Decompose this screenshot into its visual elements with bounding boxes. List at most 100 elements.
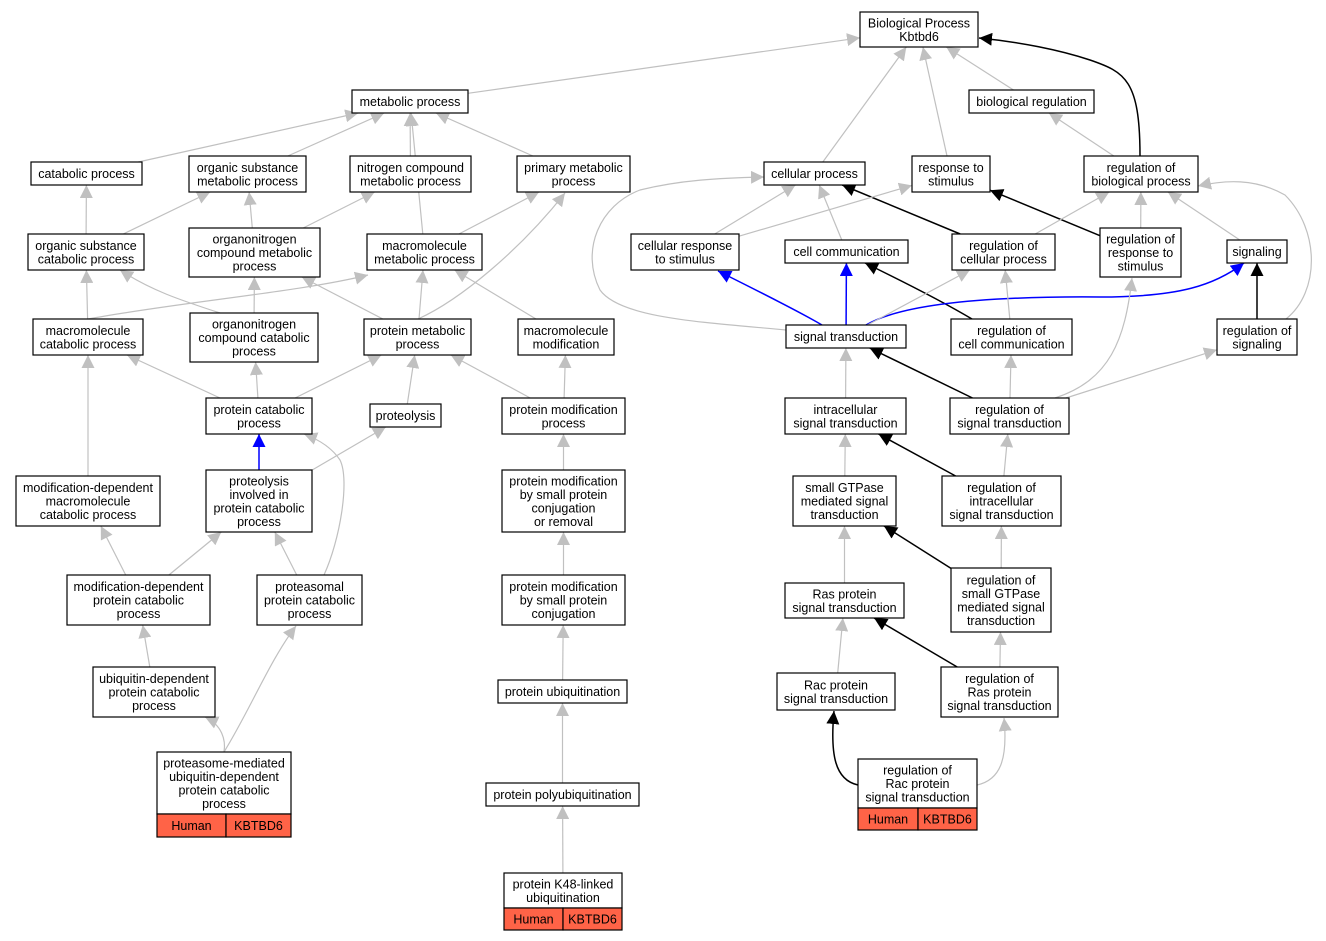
term-label-line: ubiquitin-dependent (169, 770, 279, 784)
species-tag-label: Human (513, 913, 553, 927)
edge-is-a (919, 46, 948, 157)
term-label-line: signal transduction (792, 601, 896, 615)
edge-is-a (993, 631, 1007, 668)
term-label-line: metabolic process (360, 95, 461, 109)
term-box (630, 233, 740, 271)
go-term-bioreg[interactable]: biological regulation (968, 89, 1095, 114)
go-term-cell-comm[interactable]: cell communication (784, 239, 909, 264)
edge-is-a (818, 184, 843, 241)
term-label-line: ubiquitin-dependent (99, 672, 209, 686)
term-label-line: protein catabolic (213, 501, 304, 515)
term-label-line: proteolysis (376, 409, 436, 423)
go-term-proteasome-med[interactable]: proteasome-mediatedubiquitin-dependentpr… (156, 751, 292, 838)
term-label-line: protein catabolic (178, 783, 269, 797)
edge-part-of (865, 262, 1245, 326)
go-term-moddep-macro[interactable]: modification-dependentmacromoleculecatab… (15, 475, 161, 527)
term-label-line: process (396, 337, 440, 351)
term-label-line: regulation of (969, 239, 1038, 253)
term-label-line: cell communication (793, 245, 899, 259)
go-term-metabolic[interactable]: metabolic process (351, 89, 469, 114)
edge-is-a (100, 525, 127, 576)
term-label-line: proteasome-mediated (163, 756, 285, 770)
term-label-line: catabolic process (38, 252, 135, 266)
edge-is-a (138, 109, 359, 163)
term-label-line: protein catabolic (108, 686, 199, 700)
term-label-line: small GTPase (962, 587, 1041, 601)
gene-tag-label: KBTBD6 (923, 813, 972, 827)
term-label-line: signaling (1232, 245, 1281, 259)
gene-tag-box (917, 807, 978, 831)
term-label-line: compound catabolic (198, 331, 309, 345)
edge-is-a (835, 617, 849, 674)
term-label-line: Rac protein (886, 777, 950, 791)
gene-tag-label: KBTBD6 (234, 819, 283, 833)
go-term-catabolic[interactable]: catabolic process (30, 161, 143, 186)
go-term-signaling[interactable]: signaling (1226, 239, 1288, 264)
edge-layer (79, 32, 1312, 874)
go-term-polyubiq[interactable]: protein polyubiquitination (485, 782, 640, 807)
go-term-cellular[interactable]: cellular process (763, 161, 866, 186)
term-label-line: organonitrogen (212, 318, 296, 332)
term-label-line: Ras protein (813, 587, 877, 601)
term-box (501, 469, 626, 533)
term-label-line: protein catabolic (213, 403, 304, 417)
go-term-sig-trans[interactable]: signal transduction (785, 324, 907, 349)
go-term-ubiq[interactable]: protein ubiquitination (497, 679, 628, 704)
term-label-line: protein modification (509, 580, 617, 594)
term-box (497, 679, 628, 704)
term-box (188, 227, 321, 278)
term-label-line: signal transduction (949, 508, 1053, 522)
term-box (256, 574, 363, 626)
term-label-line: cellular process (771, 167, 858, 181)
go-term-proteolysis[interactable]: proteolysis (369, 403, 442, 428)
term-label-line: primary metabolic (524, 161, 623, 175)
term-label-line: macromolecule (524, 324, 609, 338)
edge-is-a (1004, 354, 1018, 399)
edge-is-a (168, 531, 222, 576)
edge-regulates (864, 262, 973, 320)
edge-is-a (243, 191, 257, 229)
edge-is-a (301, 276, 384, 320)
term-box (776, 672, 896, 711)
term-label-line: catabolic process (40, 508, 137, 522)
term-box (92, 666, 216, 718)
